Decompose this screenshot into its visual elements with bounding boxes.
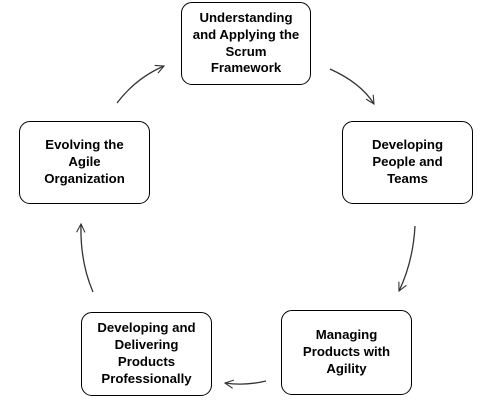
node-understanding-scrum: Understanding and Applying the Scrum Fra… bbox=[181, 2, 311, 85]
arrow-top-to-right bbox=[329, 68, 374, 104]
arrow-left-to-top bbox=[116, 66, 164, 104]
node-managing-products: Managing Products with Agility bbox=[281, 310, 412, 395]
node-delivering-products: Developing and Delivering Products Profe… bbox=[81, 312, 212, 396]
node-label: Evolving the Agile Organization bbox=[44, 137, 125, 186]
node-evolving-organization: Evolving the Agile Organization bbox=[19, 121, 150, 204]
arrow-right-to-bottom-right bbox=[399, 225, 416, 291]
node-label: Understanding and Applying the Scrum Fra… bbox=[192, 9, 300, 76]
node-label: Managing Products with Agility bbox=[302, 327, 391, 376]
node-developing-people: Developing People and Teams bbox=[342, 121, 473, 204]
node-label: Developing People and Teams bbox=[371, 137, 444, 186]
node-label: Developing and Delivering Products Profe… bbox=[97, 320, 196, 386]
arrow-bottom-left-to-left bbox=[81, 224, 94, 293]
arrow-bottom-right-to-bottom-left bbox=[225, 381, 267, 384]
